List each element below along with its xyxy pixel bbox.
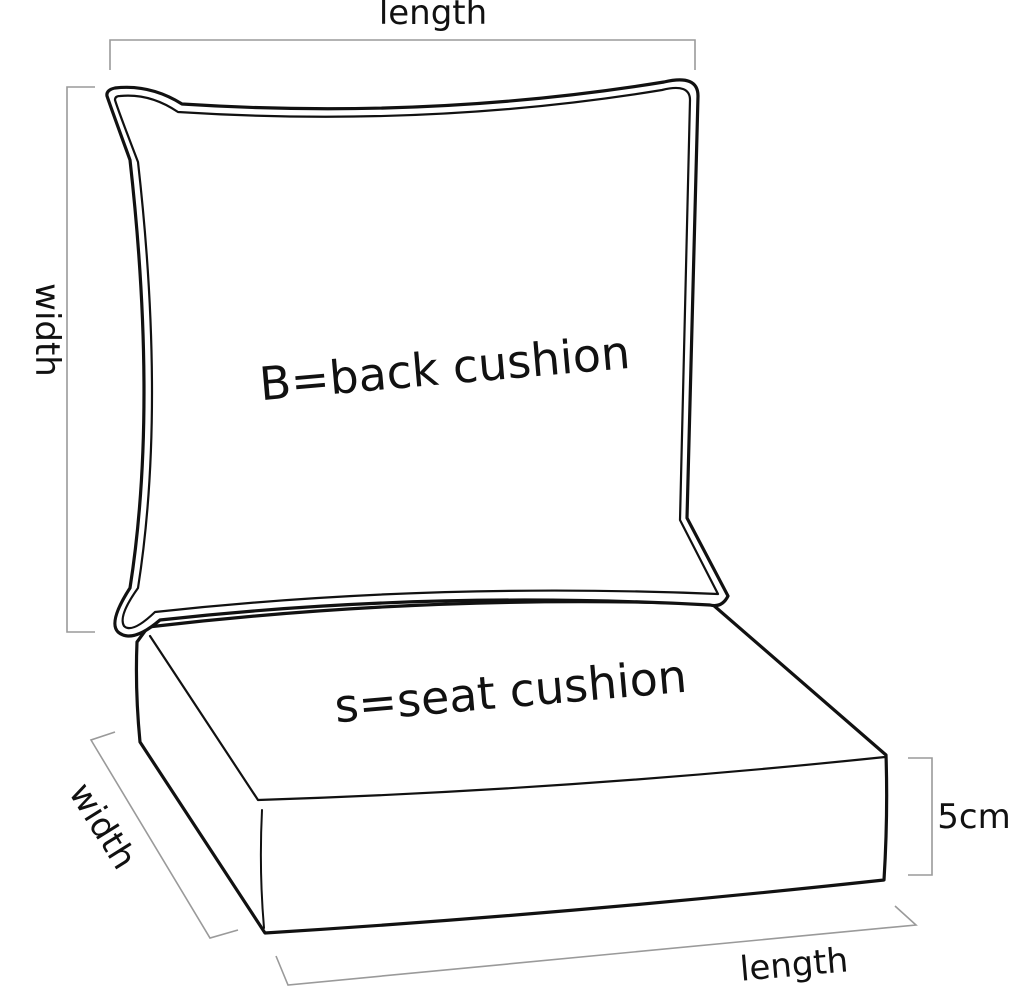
seat-width-label: width — [61, 776, 145, 877]
back-cushion — [105, 78, 730, 638]
seat-cushion-body — [134, 600, 889, 935]
back-length-dimension-line — [109, 39, 696, 70]
back-cushion-piping-inner — [113, 86, 720, 630]
seat-thickness-label: 5cm — [937, 797, 1010, 837]
seat-thickness-dimension-line — [908, 757, 933, 876]
seat-front-seam — [259, 809, 265, 929]
back-cushion-piping-outer — [105, 78, 730, 638]
back-width-label: width — [27, 283, 67, 377]
seat-top-front-edge — [148, 634, 887, 802]
seat-length-dimension-line — [275, 905, 918, 986]
seat-cushion — [134, 600, 889, 935]
back-length-label: length — [379, 0, 487, 33]
dimension-lines — [66, 39, 933, 986]
back-width-dimension-line — [66, 86, 95, 633]
seat-length-label: length — [738, 940, 849, 989]
seat-width-dimension-line — [89, 731, 239, 939]
